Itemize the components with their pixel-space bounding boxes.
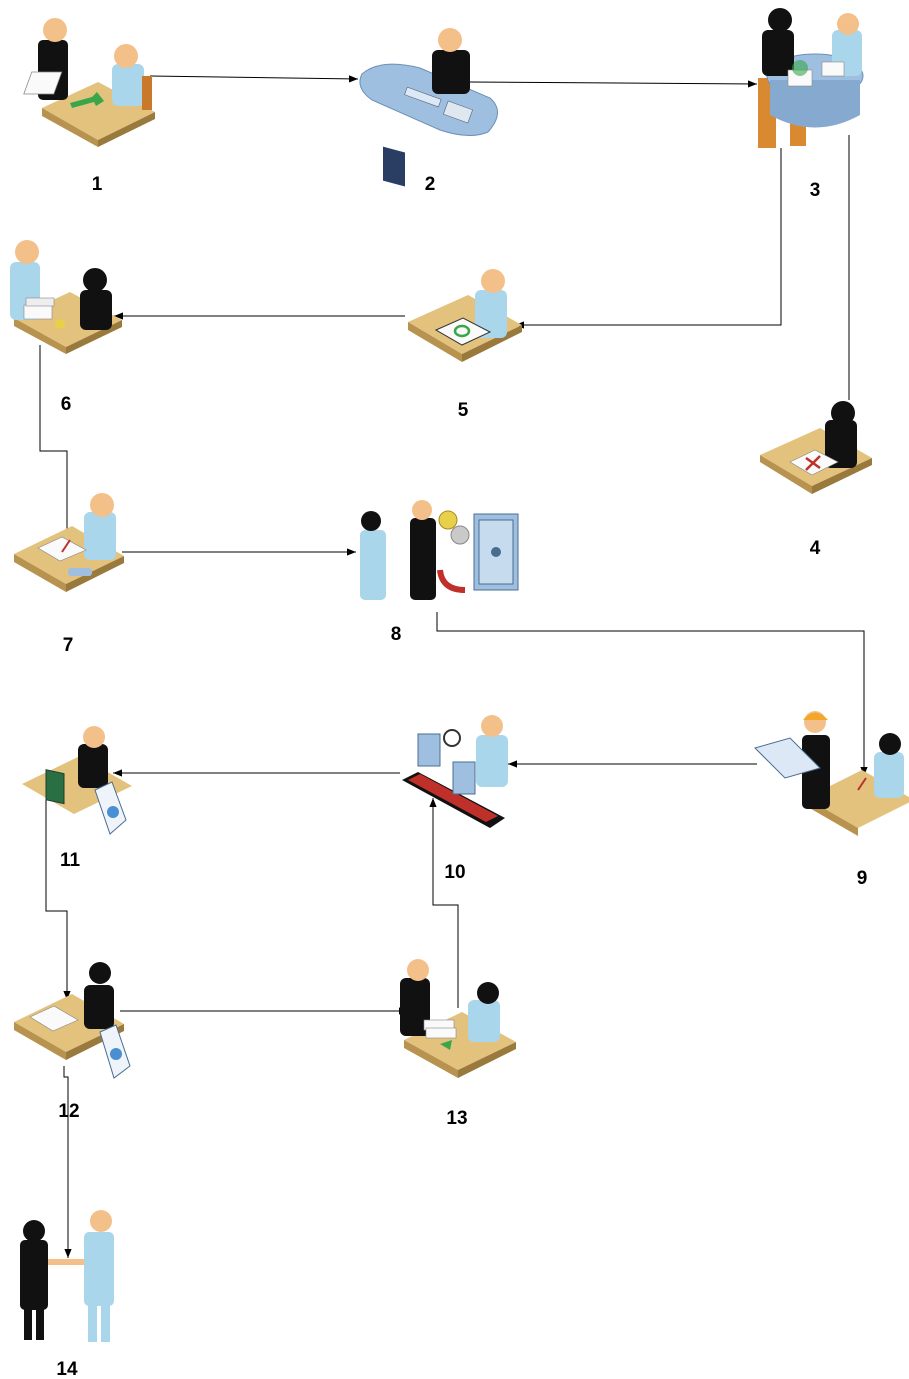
step-label-13: 13 xyxy=(446,1108,467,1129)
consultation-desk-icon xyxy=(10,240,122,354)
computer-report-icon xyxy=(22,726,132,835)
step-label-6: 6 xyxy=(61,394,72,415)
connectors xyxy=(39,75,868,1258)
connector-6-7 xyxy=(39,345,71,540)
step-label-9: 9 xyxy=(857,868,868,889)
step-label-3: 3 xyxy=(810,180,821,201)
payment-vault-handshake-icon xyxy=(360,500,519,600)
step-label-12: 12 xyxy=(58,1101,79,1122)
step-label-1: 1 xyxy=(92,174,103,195)
document-rejected-icon xyxy=(760,401,872,494)
final-handshake-icon xyxy=(20,1210,114,1342)
computer-workstation-icon xyxy=(359,28,498,187)
inspection-conveyor-icon xyxy=(402,715,508,828)
step-labels: 1 2 3 4 5 6 7 8 9 10 11 12 13 14 xyxy=(56,174,867,1379)
handover-meeting-icon xyxy=(23,18,155,147)
connector-8-9 xyxy=(436,612,868,776)
report-review-desk-icon xyxy=(14,962,131,1079)
document-approved-icon xyxy=(408,269,522,362)
connector-3-5 xyxy=(515,148,782,329)
connector-12-14 xyxy=(63,1066,72,1258)
signing-desk-icon xyxy=(14,493,124,592)
step-label-11: 11 xyxy=(60,850,81,871)
connector-11-12 xyxy=(45,800,71,1000)
step-label-5: 5 xyxy=(458,400,469,421)
step-label-14: 14 xyxy=(56,1359,78,1379)
connector-13-10 xyxy=(429,798,459,1008)
step-label-4: 4 xyxy=(810,538,821,559)
step-label-7: 7 xyxy=(63,635,74,656)
step-label-2: 2 xyxy=(425,174,436,195)
connector-1-2 xyxy=(149,75,359,83)
step-label-10: 10 xyxy=(444,862,465,883)
document-exchange-desk-icon xyxy=(400,959,516,1078)
step-label-8: 8 xyxy=(391,624,402,645)
round-table-meeting-icon xyxy=(758,8,864,148)
engineer-blueprint-review-icon xyxy=(754,711,909,836)
connector-2-3 xyxy=(469,80,758,88)
